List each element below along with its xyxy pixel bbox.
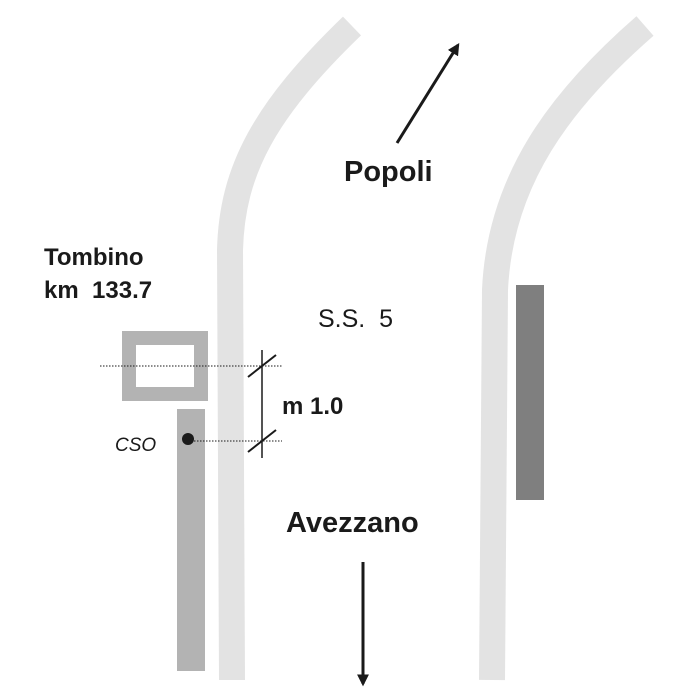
- culvert-box: [122, 331, 208, 401]
- distance-label: m 1.0: [282, 393, 343, 420]
- right-side-bar: [516, 285, 544, 500]
- dimension-tick-top: [247, 354, 277, 378]
- left-side-bar: [177, 409, 205, 671]
- south-destination-label: Avezzano: [286, 507, 419, 539]
- road-left-edge: [216, 16, 362, 681]
- road-right-edge: [479, 16, 654, 681]
- filled-circle-icon: [182, 433, 194, 445]
- road-name-label: S.S. 5: [318, 305, 393, 333]
- dimension-tick-bottom: [247, 429, 277, 453]
- culvert-km-label: km 133.7: [44, 277, 152, 304]
- culvert-name-label: Tombino: [44, 244, 144, 271]
- north-destination-label: Popoli: [344, 156, 433, 188]
- station-code-label: CSO: [115, 435, 156, 456]
- arrow-up-right-icon: [395, 42, 460, 144]
